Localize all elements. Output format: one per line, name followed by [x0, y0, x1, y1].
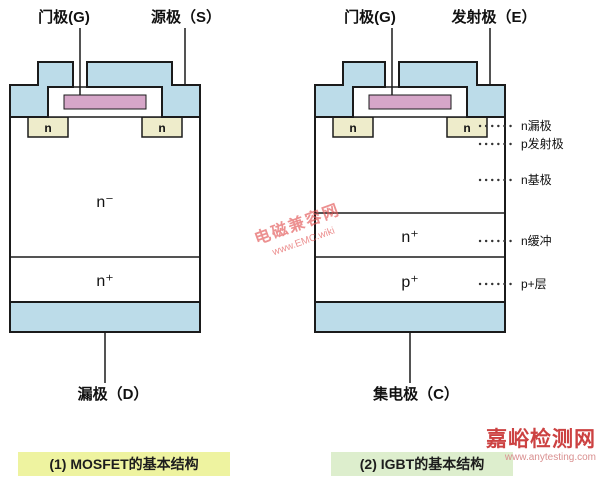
mosfet-body [9, 115, 201, 333]
annotation-n-buffer: n缓冲 [521, 233, 552, 248]
mosfet-gate-label: 门极(G) [38, 8, 90, 26]
mosfet-drain-metal [9, 301, 201, 333]
mosfet-n-well-left-label: n [44, 121, 51, 135]
mosfet-drain-label: 漏极（D） [78, 385, 149, 403]
annotation-p-emitter: p发射极 [521, 136, 564, 151]
annotation-n-base: n基极 [521, 173, 552, 187]
igbt-collector-metal [314, 301, 506, 333]
igbt-caption: (2) IGBT的基本结构 [331, 452, 513, 476]
annotation-p-plus-layer: p+层 [521, 277, 547, 291]
igbt-p-plus-region-label: p⁺ [401, 274, 418, 291]
mosfet-n-plus-region-label: n⁺ [96, 273, 113, 290]
mosfet-source-metal-right [86, 61, 201, 118]
mosfet-n-well-right-label: n [158, 121, 165, 135]
igbt-emitter-label: 发射极（E） [450, 8, 536, 26]
igbt-n-well-left-label: n [349, 121, 356, 135]
igbt-n-well-right-label: n [463, 121, 470, 135]
igbt-collector-label: 集电极（C） [372, 385, 459, 403]
igbt-emitter-metal-left [314, 61, 386, 118]
igbt-gate-electrode [368, 94, 452, 110]
igbt-emitter-metal-right [398, 61, 506, 118]
igbt-diagram: 门极(G) 发射极（E） n n n⁺ p⁺ 集电极（C） n漏极 p发射极 n… [314, 8, 564, 403]
igbt-gate-label: 门极(G) [344, 8, 396, 26]
igbt-layer-annotations [478, 124, 518, 286]
mosfet-gate-electrode [63, 94, 147, 110]
mosfet-source-label: 源极（S） [151, 8, 221, 26]
mosfet-caption: (1) MOSFET的基本结构 [18, 452, 230, 476]
igbt-body [314, 115, 506, 333]
igbt-n-plus-region-label: n⁺ [401, 229, 418, 246]
annotation-n-well: n漏极 [521, 119, 552, 133]
mosfet-n-minus-region-label: n⁻ [96, 194, 113, 211]
mosfet-diagram: 门极(G) 源极（S） n n n⁻ n⁺ 漏极（D） [9, 8, 221, 403]
mosfet-source-metal-left [9, 61, 74, 118]
